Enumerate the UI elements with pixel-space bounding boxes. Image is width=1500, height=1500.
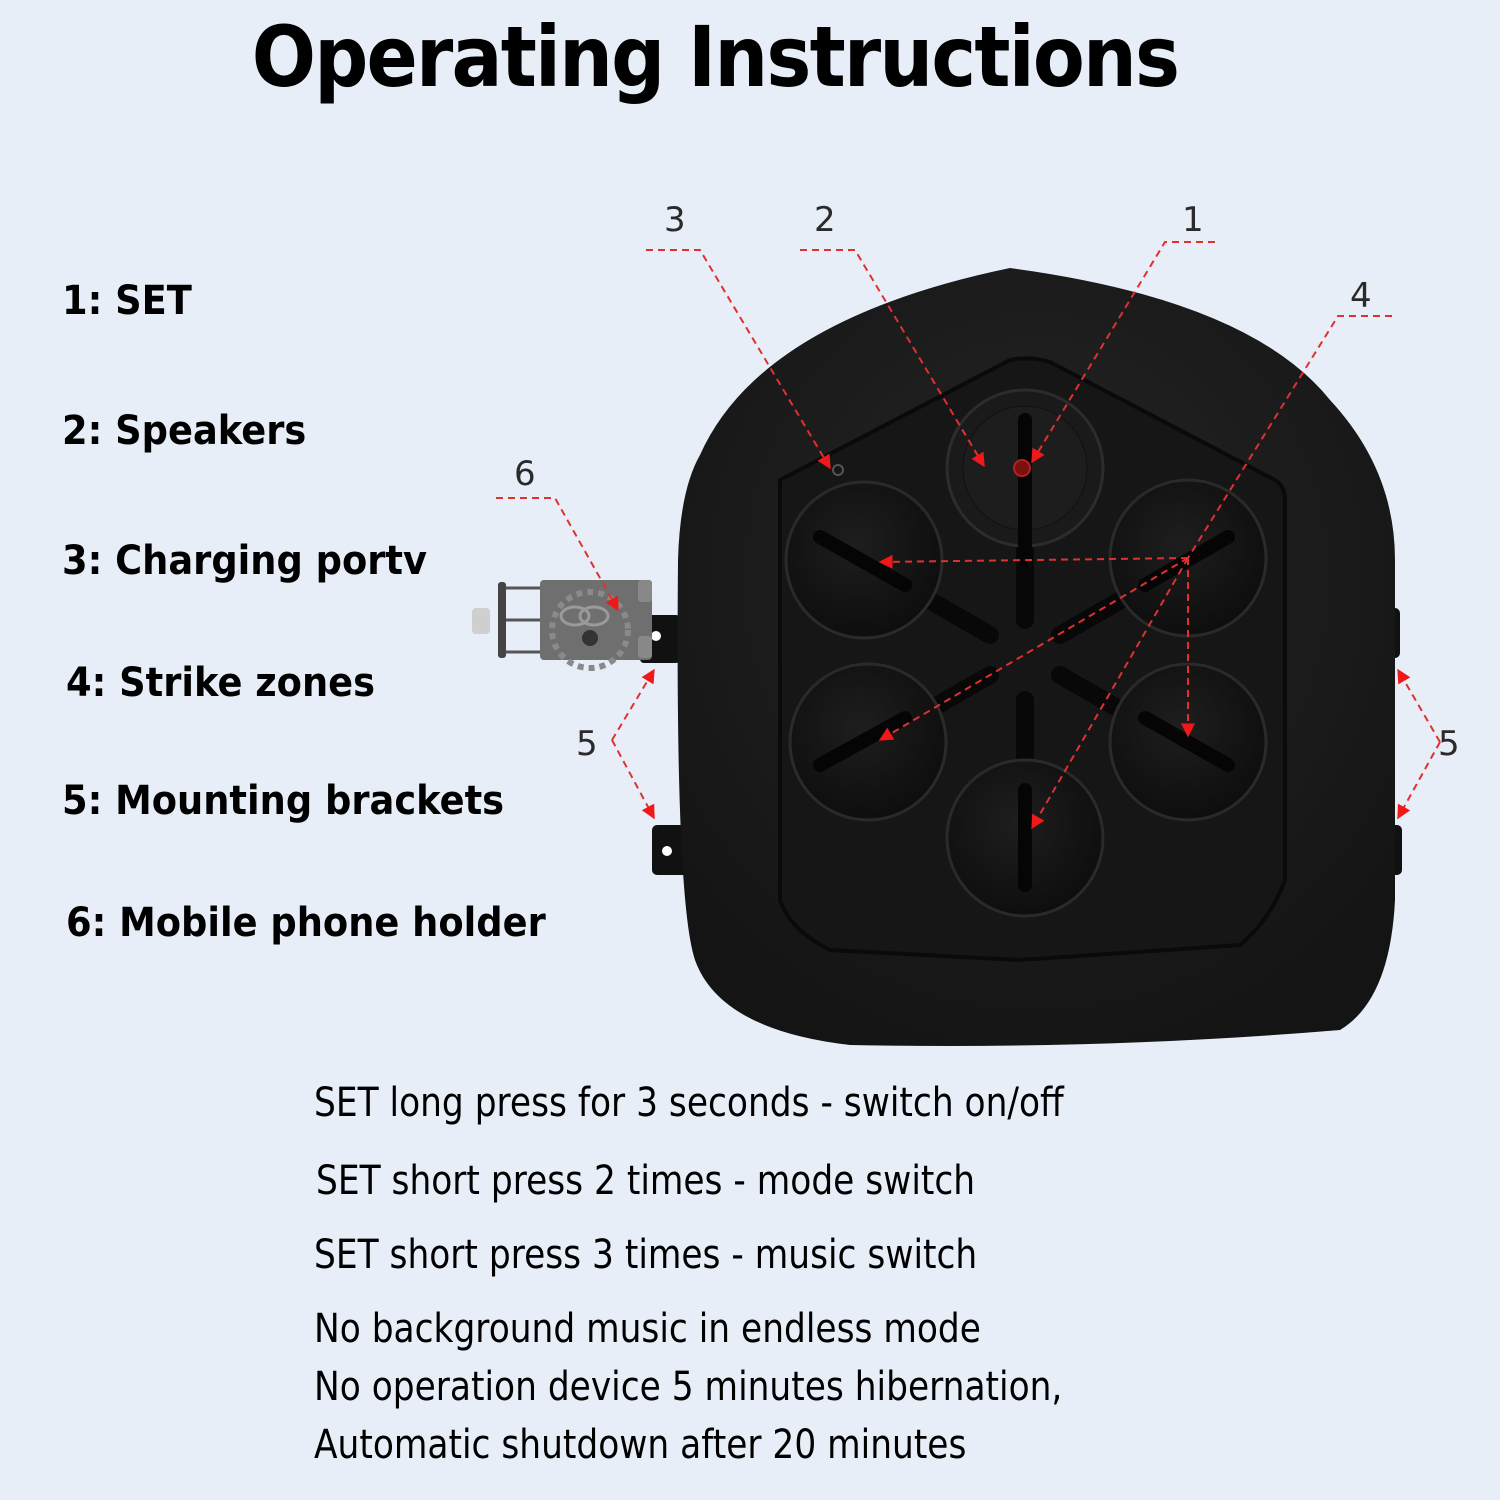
legend-item-charging-port: 3: Charging portv (62, 538, 427, 584)
legend-item-phone-holder: 6: Mobile phone holder (66, 900, 546, 946)
instruction-power: SET long press for 3 seconds - switch on… (314, 1080, 1064, 1126)
legend-item-set: 1: SET (62, 278, 192, 324)
callout-number-5-left: 5 (576, 724, 598, 764)
callout-number-2: 2 (814, 200, 836, 240)
instruction-hibernation: No operation device 5 minutes hibernatio… (314, 1364, 1063, 1410)
instruction-endless-mode: No background music in endless mode (314, 1306, 981, 1352)
instruction-auto-shutdown: Automatic shutdown after 20 minutes (314, 1422, 967, 1468)
page-title: Operating Instructions (251, 8, 1180, 106)
instruction-mode-switch: SET short press 2 times - mode switch (316, 1158, 976, 1204)
callout-number-6: 6 (514, 454, 536, 494)
legend-item-mounting-brackets: 5: Mounting brackets (62, 778, 505, 824)
set-button (1013, 459, 1031, 477)
callout-lines (496, 241, 1441, 830)
legend-item-speakers: 2: Speakers (62, 408, 307, 454)
legend-item-strike-zones: 4: Strike zones (66, 660, 376, 706)
charging-port (832, 464, 844, 476)
callout-number-4: 4 (1350, 276, 1372, 316)
callout-number-1: 1 (1182, 200, 1204, 240)
instruction-music-switch: SET short press 3 times - music switch (314, 1232, 978, 1278)
callout-number-5-right: 5 (1438, 724, 1460, 764)
callout-number-3: 3 (664, 200, 686, 240)
mobile-phone-holder (472, 580, 652, 671)
